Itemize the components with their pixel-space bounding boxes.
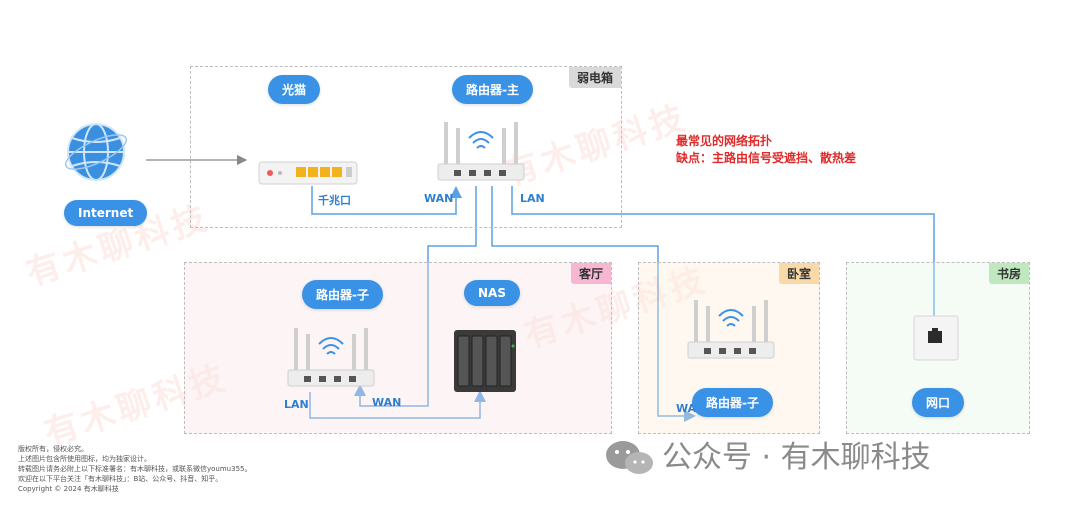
nas-icon (454, 330, 516, 392)
copyright-block: 版权所有，侵权必究。 上述图片包含所使用图标，均为独家设计。 转载图片请务必附上… (18, 444, 251, 494)
zone-tag: 弱电箱 (568, 67, 621, 88)
modem-label: 光猫 (268, 75, 321, 104)
globe-icon (64, 123, 128, 181)
note-line-2: 缺点：主路由信号受遮挡、散热差 (676, 151, 857, 165)
sub-lan-to-nas-line (309, 390, 486, 419)
zone-tag: 客厅 (570, 263, 611, 284)
copyright-line: 上述图片包含所使用图标，均为独家设计。 (18, 455, 151, 463)
bedroom-router-icon (687, 300, 775, 359)
wall-port-label: 网口 (912, 388, 965, 417)
gigabit-port-label: 千兆口 (318, 194, 351, 207)
main-lan-to-study-line (511, 186, 940, 350)
zone-tag: 书房 (988, 263, 1029, 284)
main-to-sub-living-line (354, 186, 477, 407)
note-line-1: 最常见的网络拓扑 (676, 134, 773, 148)
sub-router-living-icon (287, 328, 375, 387)
main-to-bedroom-line (491, 186, 696, 422)
copyright-line: 欢迎在以下平台关注「有木聊科技」：B站、公众号、抖音、知乎。 (18, 475, 223, 483)
nas-label: NAS (464, 280, 520, 306)
main-lan-label: LAN (520, 192, 545, 205)
modem-icon (258, 161, 358, 185)
main-router-label: 路由器-主 (452, 75, 533, 104)
copyright-line: 转载图片请务必附上以下标准署名：有木聊科技，或联系微信youmu355。 (18, 465, 252, 473)
topology-note: 最常见的网络拓扑 缺点：主路由信号受遮挡、散热差 (676, 133, 856, 167)
brand-text: 公众号 · 有木聊科技 (662, 440, 931, 475)
sub-lan-label: LAN (284, 398, 309, 411)
weak-box-zone: 弱电箱 (190, 66, 622, 228)
modem-to-main-wan-line (311, 186, 462, 215)
copyright-line: Copyright © 2024 有木聊科技 (18, 485, 119, 493)
main-router-icon (437, 122, 525, 181)
sub-router-living-label: 路由器-子 (302, 280, 383, 309)
sub-wan-label: WAN (372, 396, 402, 409)
wechat-icon (606, 441, 653, 474)
copyright-line: 版权所有，侵权必究。 (18, 445, 88, 453)
bedroom-router-label: 路由器-子 (692, 388, 773, 417)
wall-port-icon (913, 315, 959, 361)
living-room-zone: 客厅 (184, 262, 612, 434)
main-wan-label: WAN (424, 192, 454, 205)
zone-tag: 卧室 (778, 263, 819, 284)
internet-label: Internet (64, 200, 148, 226)
